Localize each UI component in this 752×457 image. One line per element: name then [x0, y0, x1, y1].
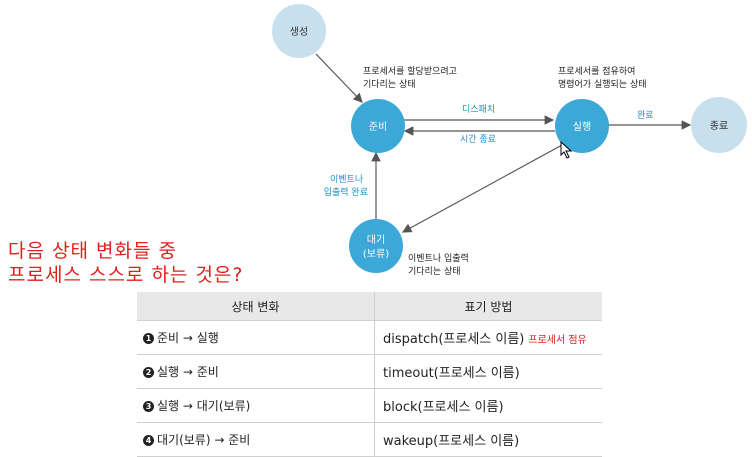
- handwritten-note: 프로세서 점유: [528, 335, 587, 346]
- question-line-1: 다음 상태 변화들 중: [8, 240, 177, 262]
- node-create: [272, 4, 326, 58]
- node-run-label: 실행: [573, 121, 591, 133]
- number-badge: 2: [143, 367, 154, 378]
- node-exit-label: 종료: [710, 120, 728, 132]
- number-badge: 3: [143, 401, 154, 412]
- node-wait-label-2: (보류): [363, 248, 389, 260]
- io-complete-label: 이벤트나 입출력 완료: [323, 175, 368, 198]
- table-header-row: 상태 변화 표기 방법: [137, 292, 602, 321]
- node-create-label: 생성: [290, 26, 308, 38]
- header-change: 상태 변화: [137, 292, 375, 321]
- change-text: 실행 → 준비: [157, 365, 219, 379]
- edge-create-ready: [315, 53, 363, 103]
- edge-block: [401, 144, 563, 233]
- number-badge: 4: [143, 435, 154, 446]
- change-text: 실행 → 대기(보류): [157, 399, 251, 413]
- node-ready: [351, 99, 405, 153]
- method-text: dispatch(프로세스 이름): [383, 332, 525, 347]
- cursor-icon: [560, 141, 573, 159]
- wait-description: 이벤트나 입출력 기다리는 상태: [408, 254, 469, 277]
- node-exit: [691, 97, 747, 153]
- method-text: wakeup(프로세스 이름): [383, 434, 520, 449]
- run-description: 프로세서를 점유하여 명령어가 실행되는 상태: [558, 67, 647, 90]
- timeout-label: 시간 종료: [460, 135, 496, 145]
- method-text: block(프로세스 이름): [383, 400, 504, 415]
- node-wait-label-1: 대기: [367, 234, 385, 246]
- complete-label: 완료: [637, 111, 654, 121]
- node-wait: [349, 219, 403, 273]
- header-method: 표기 방법: [374, 292, 602, 321]
- ready-description: 프로세서를 할당받으려고 기다리는 상태: [363, 67, 457, 90]
- node-run: [555, 99, 609, 153]
- process-state-diagram: 생성 준비 실행 종료 대기 (보류): [272, 4, 747, 273]
- number-badge: 1: [143, 333, 154, 344]
- question-line-2: 프로세스 스스로 하는 것은?: [8, 264, 244, 286]
- change-text: 대기(보류) → 준비: [157, 433, 251, 447]
- change-text: 준비 → 실행: [157, 331, 219, 345]
- method-text: timeout(프로세스 이름): [383, 366, 520, 381]
- dispatch-label: 디스패치: [462, 105, 496, 115]
- node-ready-label: 준비: [369, 121, 387, 133]
